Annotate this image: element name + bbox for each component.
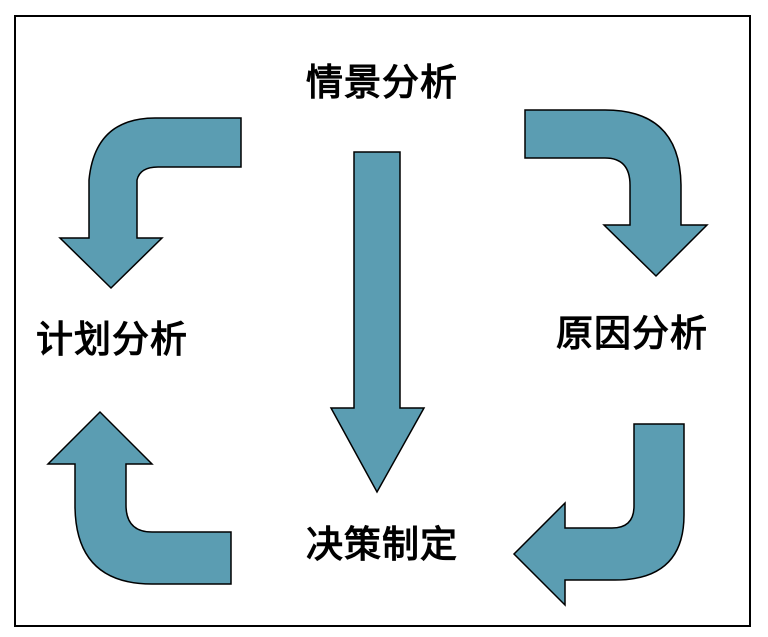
arrow-bottom-to-left [46, 410, 232, 585]
arrow-center-down [329, 151, 426, 494]
node-plan-analysis: 计划分析 [36, 318, 188, 361]
arrow-top-to-left [58, 117, 242, 290]
arrow-top-to-right [524, 109, 709, 278]
node-situation-analysis: 情景分析 [306, 61, 458, 104]
node-decision-making: 决策制定 [306, 523, 458, 566]
arrow-right-to-bottom [512, 423, 685, 607]
node-cause-analysis: 原因分析 [556, 312, 708, 355]
